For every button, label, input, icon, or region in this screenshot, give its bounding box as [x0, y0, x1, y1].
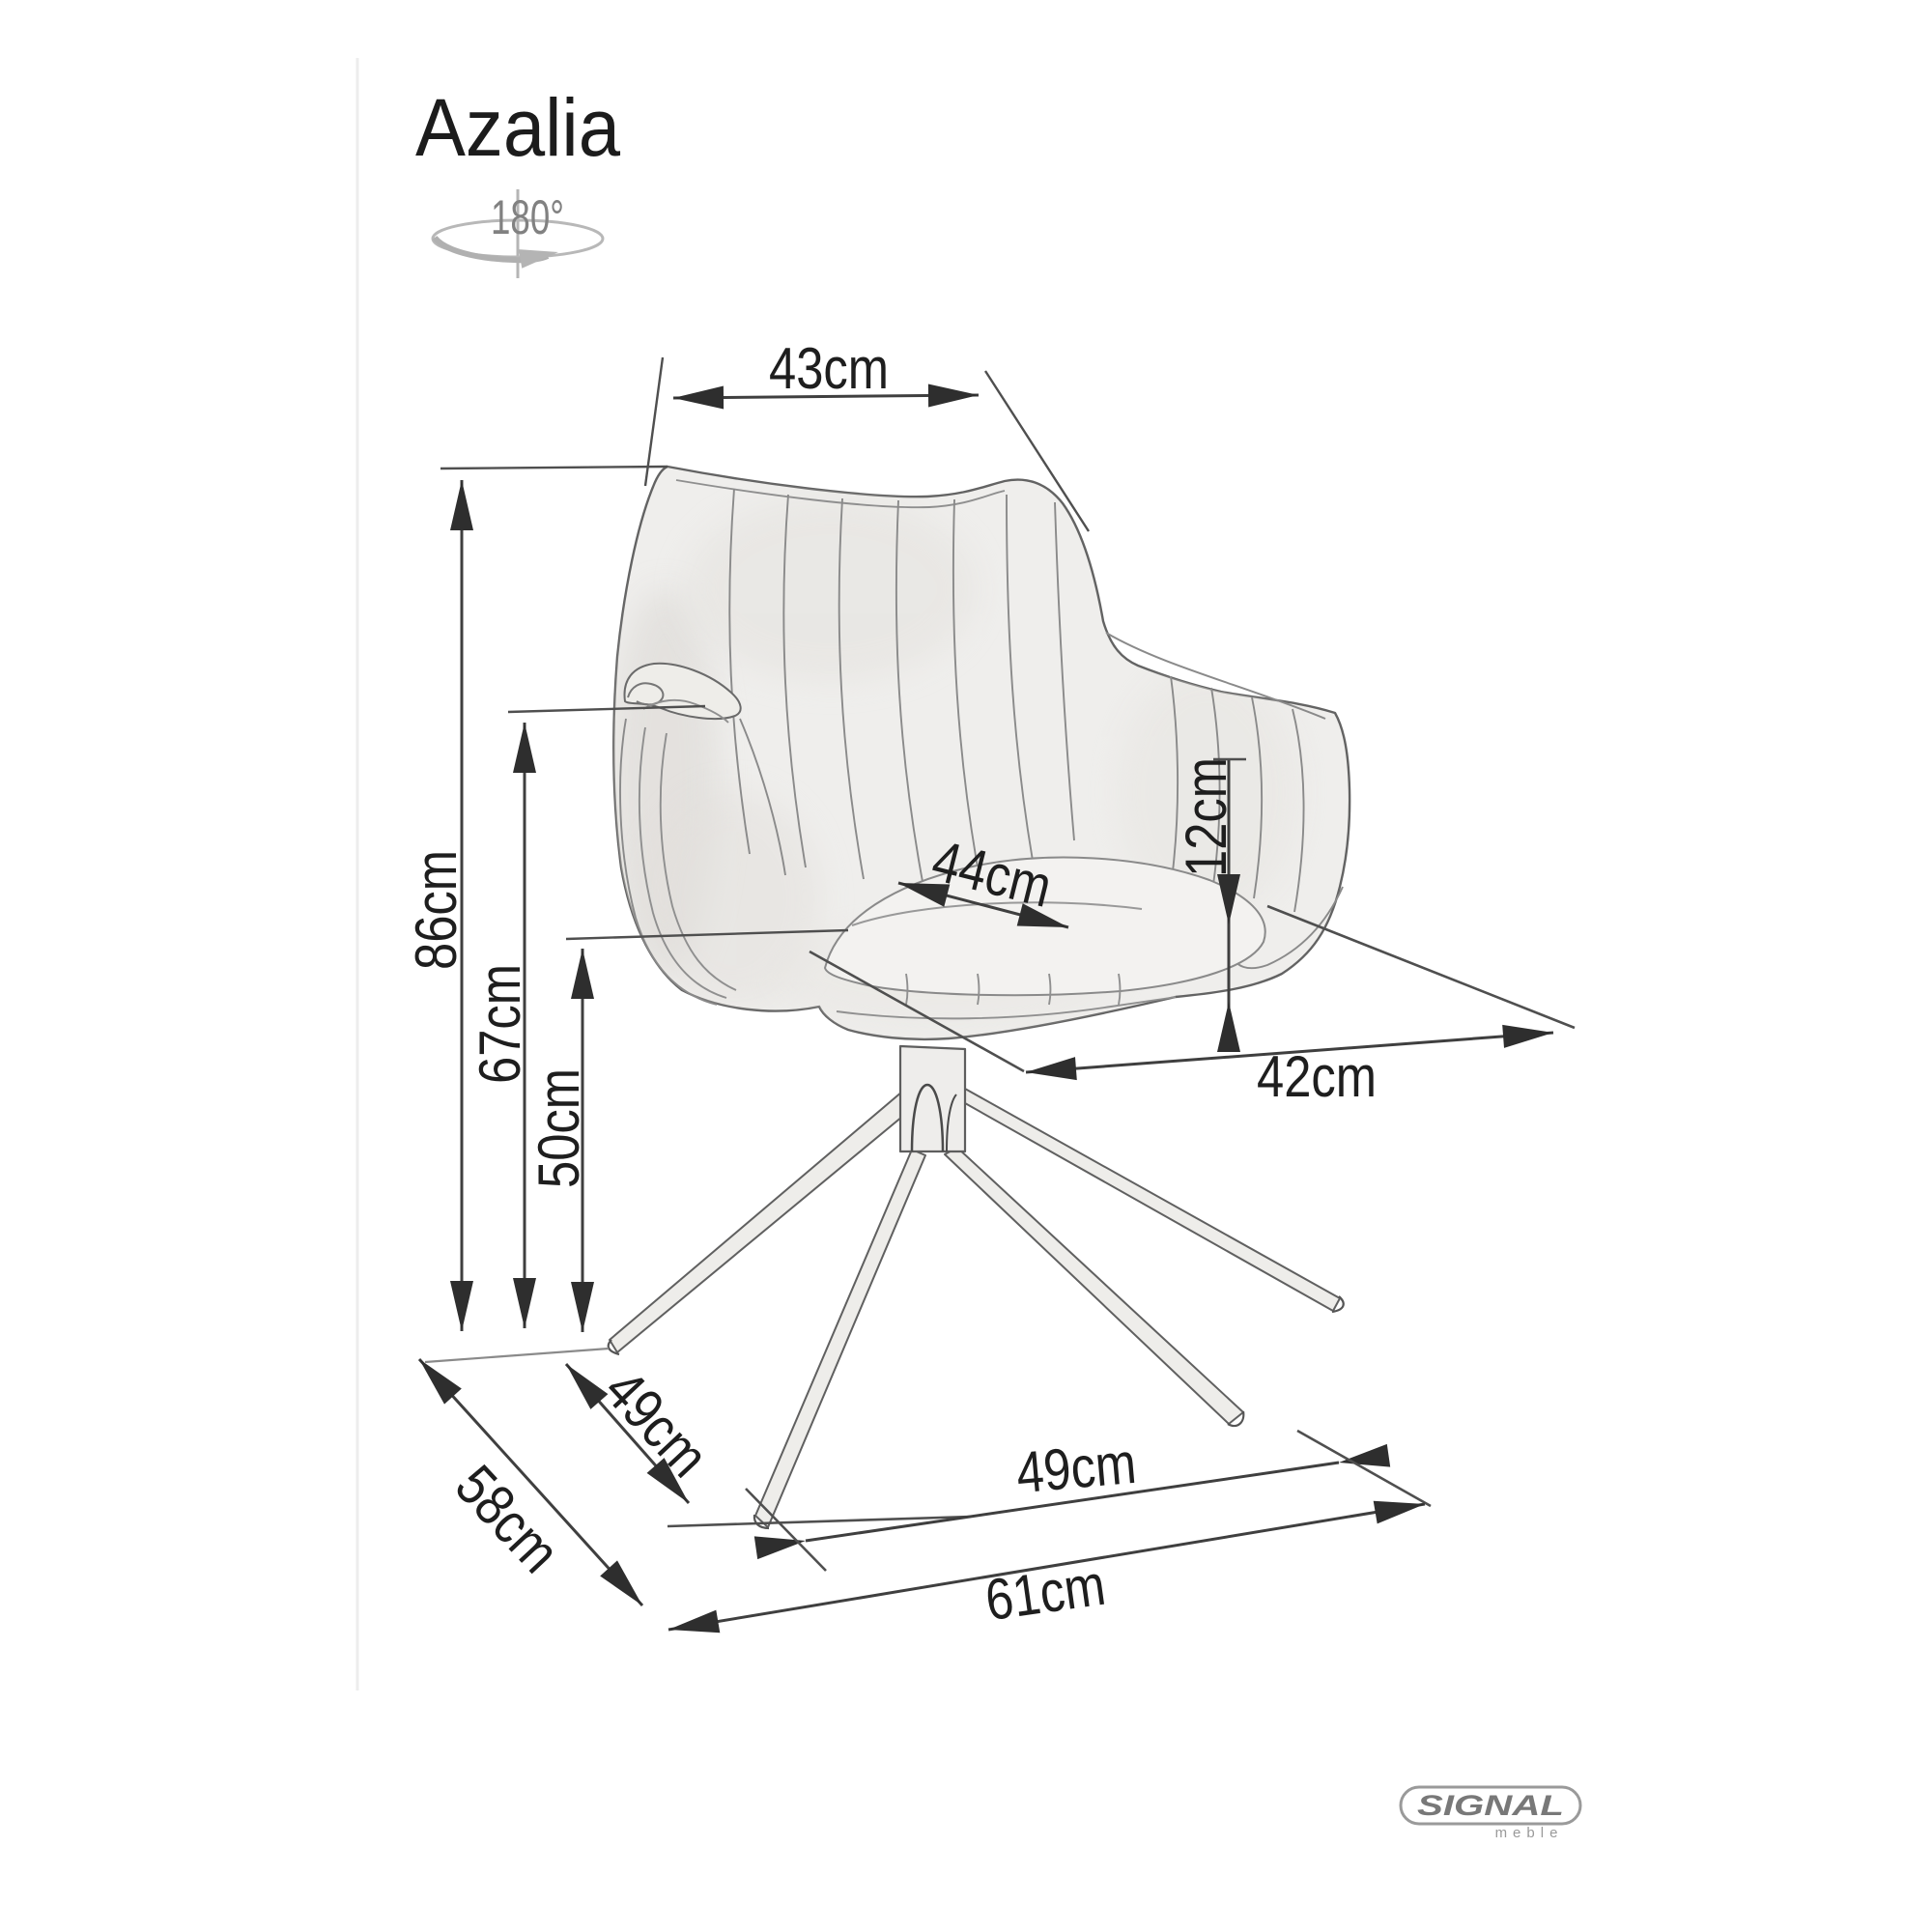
svg-text:Azalia: Azalia: [415, 82, 620, 173]
svg-text:67cm: 67cm: [468, 964, 532, 1084]
svg-text:86cm: 86cm: [404, 850, 469, 970]
svg-text:meble: meble: [1495, 1825, 1564, 1841]
svg-text:43cm: 43cm: [769, 336, 889, 401]
svg-text:49cm: 49cm: [1013, 1431, 1138, 1506]
svg-text:SIGNAL: SIGNAL: [1417, 1790, 1564, 1822]
svg-text:12cm: 12cm: [1174, 757, 1238, 877]
svg-text:42cm: 42cm: [1257, 1044, 1377, 1109]
svg-text:180°: 180°: [491, 190, 564, 244]
svg-text:50cm: 50cm: [526, 1068, 591, 1188]
